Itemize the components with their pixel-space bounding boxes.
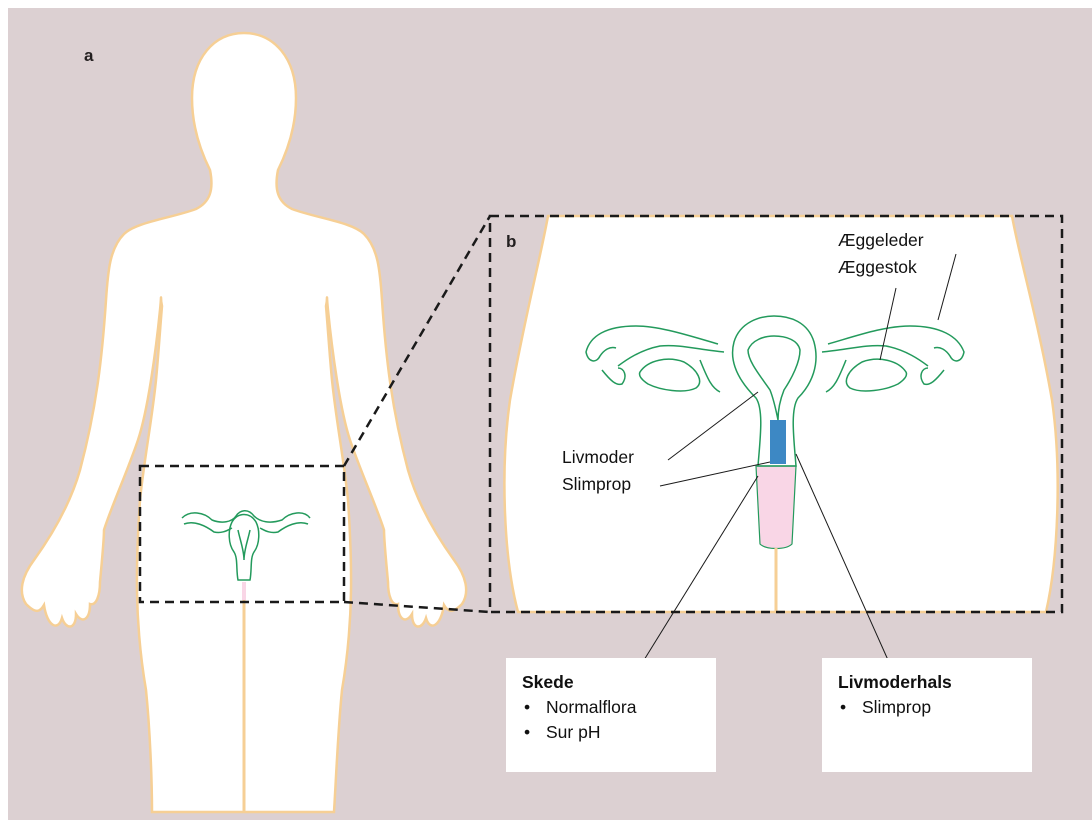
vagina-shape [756, 466, 796, 549]
skede-info-box: Skede Normalflora Sur pH [506, 658, 716, 772]
label-livmoder: Livmoder [562, 449, 634, 467]
skede-heading: Skede [522, 670, 700, 695]
panel-letter-a: a [84, 46, 93, 66]
label-aeggeleder: Æggeleder [838, 232, 924, 250]
list-item: Sur pH [522, 720, 700, 745]
label-aeggestok: Æggestok [838, 259, 917, 277]
mucus-plug-shape [770, 420, 786, 464]
vagina-small [242, 582, 246, 600]
livmoderhals-heading: Livmoderhals [838, 670, 1016, 695]
livmoderhals-list: Slimprop [838, 695, 1016, 720]
label-slimprop: Slimprop [562, 476, 631, 494]
skede-list: Normalflora Sur pH [522, 695, 700, 745]
livmoderhals-info-box: Livmoderhals Slimprop [822, 658, 1032, 772]
hip-region [504, 216, 1057, 612]
list-item: Normalflora [522, 695, 700, 720]
list-item: Slimprop [838, 695, 1016, 720]
panel-letter-b: b [506, 232, 516, 252]
